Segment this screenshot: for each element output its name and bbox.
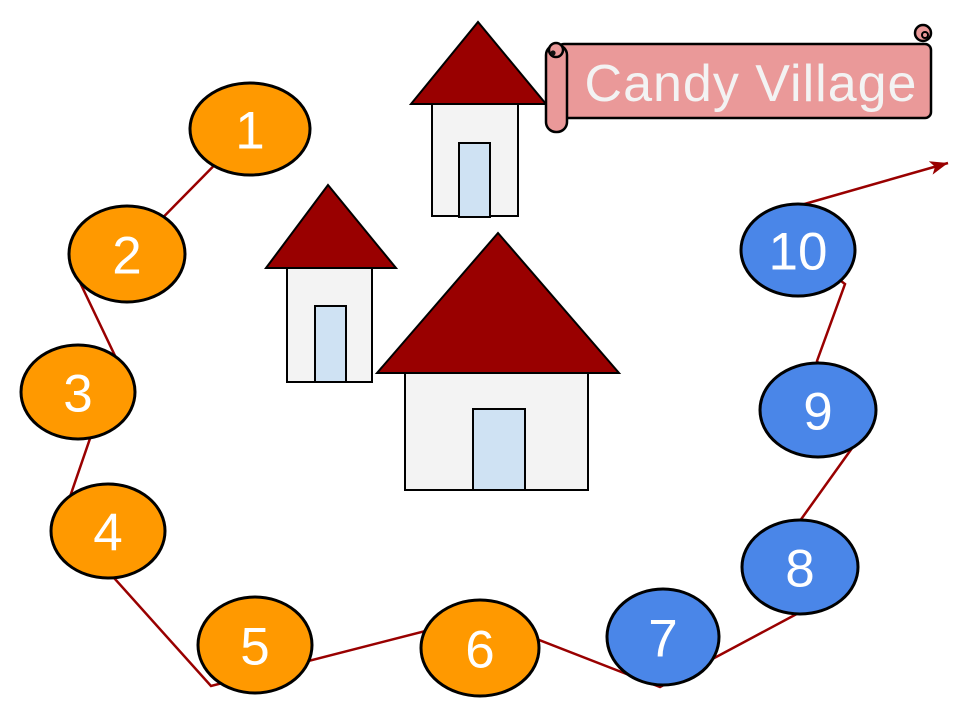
banner-title: Candy Village [585, 55, 918, 113]
spot-8[interactable]: 8 [740, 518, 860, 616]
spot-3[interactable]: 3 [19, 343, 137, 441]
spot-circle [67, 204, 187, 304]
spot-number: 9 [803, 383, 832, 442]
houses-group [264, 20, 622, 491]
house-door [458, 142, 491, 218]
house-large [374, 231, 622, 491]
spot-circle [605, 587, 721, 687]
spot-circle [196, 595, 314, 695]
banner-left-curl-icon [547, 41, 565, 59]
spot-number: 6 [465, 621, 494, 680]
spot-circle [188, 81, 312, 177]
house-door [314, 305, 347, 383]
spot-number: 3 [63, 365, 92, 424]
spot-number: 2 [112, 227, 141, 286]
banner-scroll: Candy Village [544, 23, 933, 134]
banner-right-curl-inner-icon [921, 31, 929, 39]
path-arrow [800, 161, 949, 207]
spot-9[interactable]: 9 [758, 361, 878, 459]
spot-4[interactable]: 4 [49, 482, 167, 580]
spot-circle [758, 361, 878, 459]
house-roof [374, 231, 622, 374]
spot-2[interactable]: 2 [67, 204, 187, 304]
spot-number: 10 [769, 223, 828, 282]
house-roof [408, 20, 549, 105]
house-small-left [264, 183, 399, 383]
spot-5[interactable]: 5 [196, 595, 314, 695]
spot-6[interactable]: 6 [419, 598, 541, 698]
spot-number: 8 [785, 540, 814, 599]
spot-1[interactable]: 1 [188, 81, 312, 177]
spot-7[interactable]: 7 [605, 587, 721, 687]
spot-10[interactable]: 10 [739, 202, 857, 298]
spot-number: 1 [235, 102, 264, 161]
spot-circle [739, 202, 857, 298]
spot-circle [419, 598, 541, 698]
house-small-top [408, 20, 549, 218]
spots-group: 1 2 3 4 5 6 7 8 9 10 [19, 81, 878, 698]
spot-number: 4 [93, 504, 122, 563]
banner-left-curl-inner-icon [550, 50, 556, 56]
spot-number: 5 [240, 618, 269, 677]
house-roof [264, 183, 399, 269]
spot-circle [19, 343, 137, 441]
house-door [472, 408, 526, 491]
spot-circle [49, 482, 167, 580]
spot-number: 7 [648, 610, 677, 669]
spot-circle [740, 518, 860, 616]
